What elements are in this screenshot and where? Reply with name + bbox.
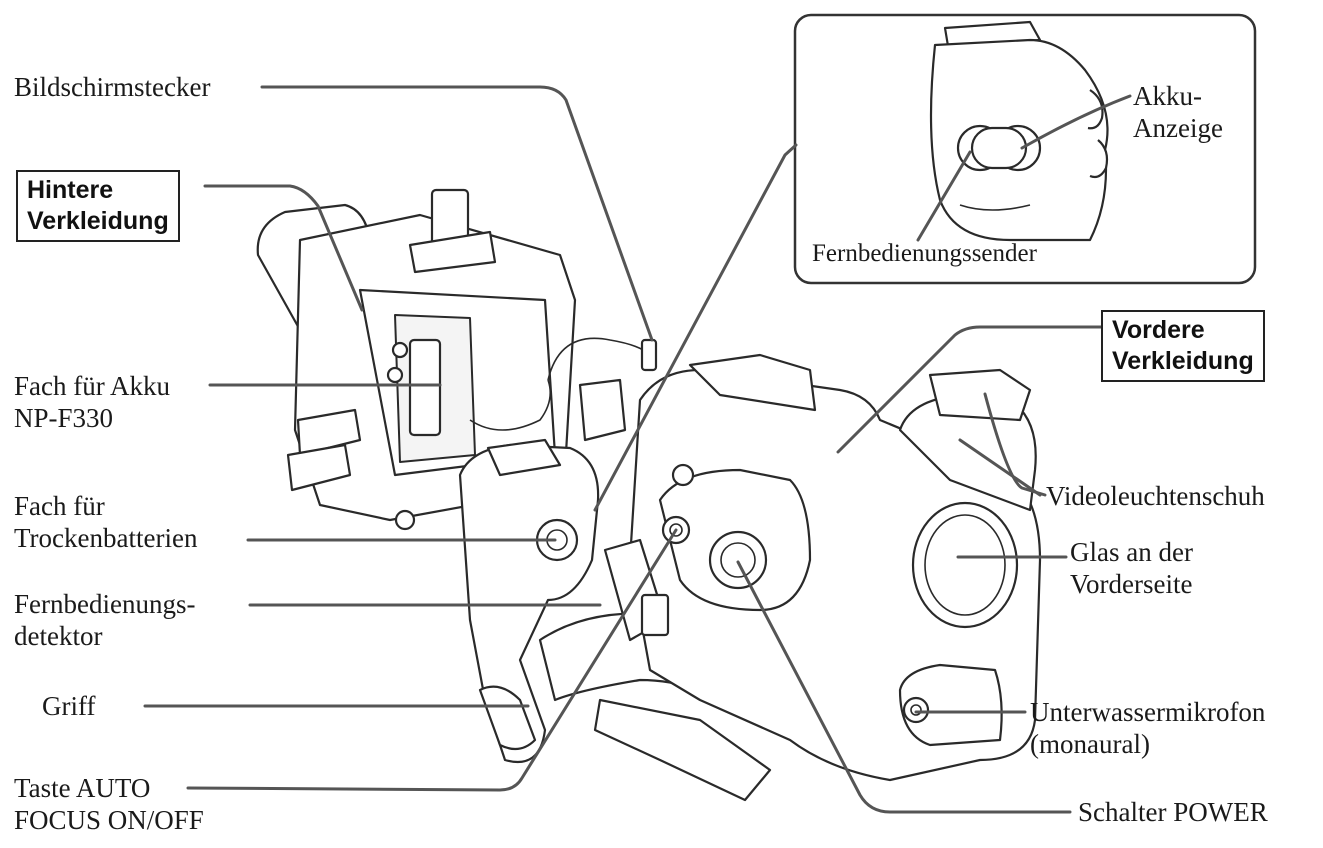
label-fernbed-detektor: Fernbedienungs- detektor — [14, 588, 195, 652]
line-taste-auto — [186, 528, 678, 792]
line-vordere-verkleidung — [836, 325, 1104, 454]
label-videoleuchtenschuh: Videoleuchtenschuh — [1046, 481, 1265, 511]
label-mikrofon-line2: (monaural) — [1030, 729, 1150, 759]
label-fernbed-detektor-line2: detektor — [14, 621, 103, 651]
label-taste-auto: Taste AUTO FOCUS ON/OFF — [14, 772, 204, 836]
label-griff: Griff — [42, 691, 96, 721]
label-mikrofon-line1: Unterwassermikrofon — [1030, 697, 1266, 727]
line-videoleuchtenschuh-a — [983, 392, 1047, 497]
label-glas-line2: Vorderseite — [1070, 569, 1193, 599]
label-vordere-verkleidung: Vordere Verkleidung — [1101, 310, 1265, 382]
line-hintere-verkleidung — [203, 184, 364, 312]
label-glas: Glas an der Vorderseite — [1070, 536, 1193, 600]
label-schalter-power: Schalter POWER — [1078, 797, 1268, 827]
label-taste-auto-line2: FOCUS ON/OFF — [14, 805, 204, 835]
line-fernbed-sender — [916, 150, 972, 242]
line-schalter-power — [736, 560, 1072, 814]
label-hintere-verkleidung: Hintere Verkleidung — [16, 170, 180, 242]
label-taste-auto-line1: Taste AUTO — [14, 773, 151, 803]
label-fach-akku-line1: Fach für Akku — [14, 371, 170, 401]
label-hintere-verkleidung-line2: Verkleidung — [27, 207, 169, 235]
label-fach-trocken-line2: Trockenbatterien — [14, 523, 198, 553]
label-fach-trocken-line1: Fach für — [14, 491, 105, 521]
callout-lines — [143, 85, 1132, 814]
label-vordere-verkleidung-line2: Verkleidung — [1112, 347, 1254, 375]
label-mikrofon: Unterwassermikrofon (monaural) — [1030, 696, 1265, 760]
label-akku-anzeige-line1: Akku- — [1133, 81, 1202, 111]
line-akku-anzeige — [1020, 94, 1132, 150]
label-glas-line1: Glas an der — [1070, 537, 1193, 567]
front-housing-illustration — [603, 353, 1042, 782]
label-hintere-verkleidung-line1: Hintere — [27, 176, 114, 204]
label-bildschirmstecker: Bildschirmstecker — [14, 72, 211, 102]
label-fernbed-sender: Fernbedienungssender — [812, 240, 1037, 267]
label-fernbed-detektor-line1: Fernbedienungs- — [14, 589, 196, 619]
label-fach-trocken: Fach für Trockenbatterien — [14, 490, 197, 554]
rear-housing-illustration — [256, 188, 658, 531]
line-inset-pointer — [593, 143, 798, 512]
label-fach-akku: Fach für Akku NP-F330 — [14, 370, 170, 434]
label-vordere-verkleidung-line1: Vordere — [1112, 316, 1205, 344]
inset-grip-illustration — [929, 20, 1109, 242]
line-bildschirmstecker — [260, 85, 654, 342]
label-fach-akku-line2: NP-F330 — [14, 403, 114, 433]
label-akku-anzeige-line2: Anzeige — [1133, 113, 1223, 143]
label-akku-anzeige: Akku- Anzeige — [1133, 80, 1223, 144]
line-videoleuchtenschuh-b — [958, 438, 1042, 497]
